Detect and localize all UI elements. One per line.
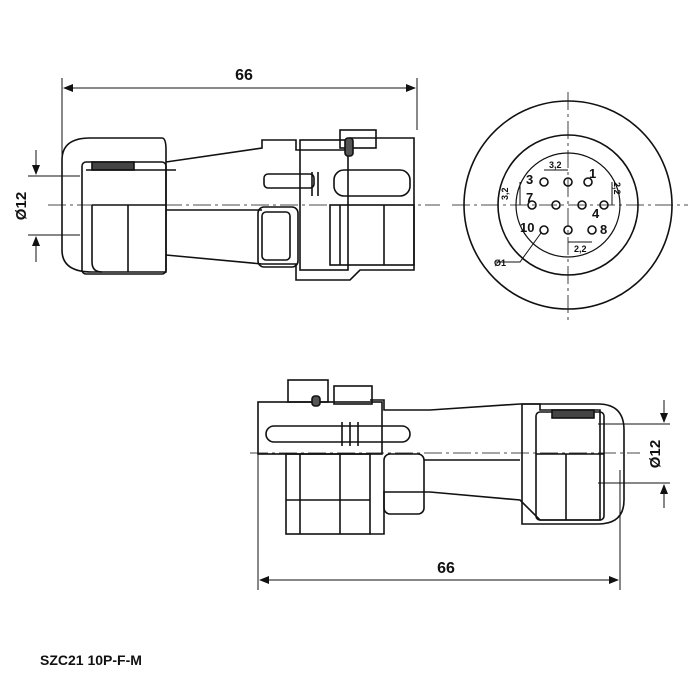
body-shell (370, 399, 601, 535)
pin-4 (577, 200, 587, 210)
bottom-side-view (250, 379, 670, 590)
pin-1 (583, 177, 593, 187)
front-view-labels: 1 3 7 4 10 8 3,2 3,2 2,2 2,2 Ø1 (494, 160, 622, 268)
bottom-length-label: 66 (437, 560, 455, 577)
gland-nut (521, 403, 625, 525)
pin-5 (551, 200, 561, 210)
gland-nut (61, 137, 167, 273)
pin-8 (587, 225, 597, 235)
pin-label-4: 4 (592, 206, 600, 221)
pin-label-3: 3 (526, 172, 533, 187)
front-view (452, 92, 688, 322)
contact-pin (265, 425, 411, 443)
pin-6 (599, 200, 609, 210)
bottom-diameter-label: Ø12 (647, 440, 664, 468)
body-shell (165, 137, 415, 281)
pin-3 (539, 177, 549, 187)
pin-7 (527, 200, 537, 210)
pin-label-7: 7 (526, 190, 533, 205)
contact-pin (263, 173, 315, 189)
pitch-right-label: 2,2 (612, 182, 622, 195)
pin-label-10: 10 (520, 220, 534, 235)
pin-label-8: 8 (600, 222, 607, 237)
pin-label-1: 1 (589, 166, 596, 181)
pitch-left-label: 3,2 (500, 187, 510, 200)
seal-ring (91, 161, 135, 171)
pin-10 (539, 225, 549, 235)
pin-2 (563, 177, 573, 187)
top-length-label: 66 (235, 67, 253, 84)
pin-diameter-leader (496, 232, 542, 263)
part-number-caption: SZC21 10P-F-M (40, 652, 142, 668)
top-side-view (28, 78, 440, 281)
pin-9 (563, 225, 573, 235)
pitch-bottom-label: 2,2 (574, 244, 587, 254)
pitch-top-label: 3,2 (549, 160, 562, 170)
seal-ring (551, 409, 595, 419)
coupling-ring (257, 401, 383, 455)
top-diameter-label: Ø12 (13, 192, 30, 220)
pin-diameter-label: Ø1 (494, 258, 506, 268)
